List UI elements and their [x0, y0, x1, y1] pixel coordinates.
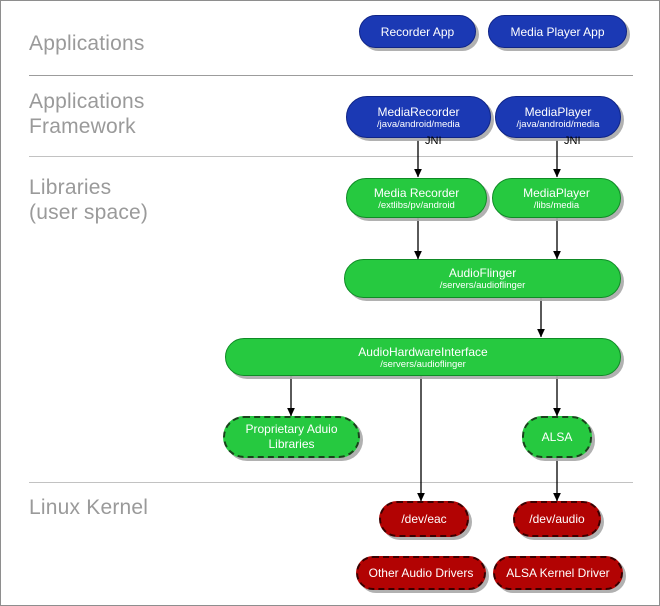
- node-media-player-app[interactable]: Media Player App: [488, 15, 627, 48]
- section-label-linux-kernel: Linux Kernel: [29, 496, 149, 519]
- node-dev-audio[interactable]: /dev/audio: [513, 501, 601, 537]
- node-proprietary-audio-libs[interactable]: Proprietary Aduio Libraries: [223, 416, 360, 458]
- node-title: AudioHardwareInterface: [358, 344, 488, 359]
- node-recorder-app[interactable]: Recorder App: [359, 15, 476, 48]
- divider-applications: [29, 75, 633, 76]
- node-title: Media Recorder: [373, 185, 460, 200]
- node-mediaplayer-lib[interactable]: MediaPlayer /libs/media: [492, 178, 621, 218]
- node-title: MediaPlayer: [524, 104, 592, 119]
- node-audioflinger[interactable]: AudioFlinger /servers/audioflinger: [344, 259, 621, 298]
- node-subtitle: /java/android/media: [377, 118, 460, 130]
- node-title: /dev/audio: [529, 512, 585, 526]
- node-title: MediaRecorder: [377, 104, 460, 119]
- node-media-recorder-lib[interactable]: Media Recorder /extlibs/pv/android: [346, 178, 487, 218]
- wire-label-jni-recorder: JNI: [425, 135, 442, 147]
- node-subtitle: /libs/media: [533, 199, 580, 211]
- node-subtitle: /servers/audioflinger: [380, 358, 466, 370]
- node-title: Other Audio Drivers: [368, 566, 474, 580]
- node-dev-eac[interactable]: /dev/eac: [379, 501, 469, 537]
- node-title: ALSA Kernel Driver: [506, 566, 610, 580]
- node-title: /dev/eac: [401, 512, 447, 526]
- wire-label-jni-player: JNI: [564, 135, 581, 147]
- node-subtitle: /java/android/media: [516, 118, 600, 130]
- node-title: Proprietary Aduio Libraries: [245, 422, 338, 451]
- node-title: Media Player App: [510, 24, 605, 39]
- node-title: ALSA: [541, 430, 573, 444]
- node-other-audio-drivers[interactable]: Other Audio Drivers: [356, 556, 486, 590]
- section-label-applications-framework: Applications Framework: [29, 90, 145, 138]
- divider-framework: [29, 156, 633, 157]
- node-title: Recorder App: [380, 24, 455, 39]
- node-mediarecorder-framework[interactable]: MediaRecorder /java/android/media: [346, 96, 491, 138]
- node-subtitle: /servers/audioflinger: [439, 280, 526, 291]
- node-title: AudioFlinger: [448, 266, 517, 280]
- section-label-applications: Applications: [29, 32, 145, 55]
- node-audiohardwareinterface[interactable]: AudioHardwareInterface /servers/audiofli…: [225, 338, 621, 376]
- node-title: MediaPlayer: [523, 185, 590, 200]
- node-mediaplayer-framework[interactable]: MediaPlayer /java/android/media: [495, 96, 621, 138]
- node-alsa-kernel-driver[interactable]: ALSA Kernel Driver: [493, 556, 623, 590]
- section-label-libraries: Libraries (user space): [29, 176, 149, 224]
- divider-libraries: [29, 482, 633, 483]
- node-alsa[interactable]: ALSA: [522, 416, 592, 458]
- node-subtitle: /extlibs/pv/android: [378, 199, 455, 211]
